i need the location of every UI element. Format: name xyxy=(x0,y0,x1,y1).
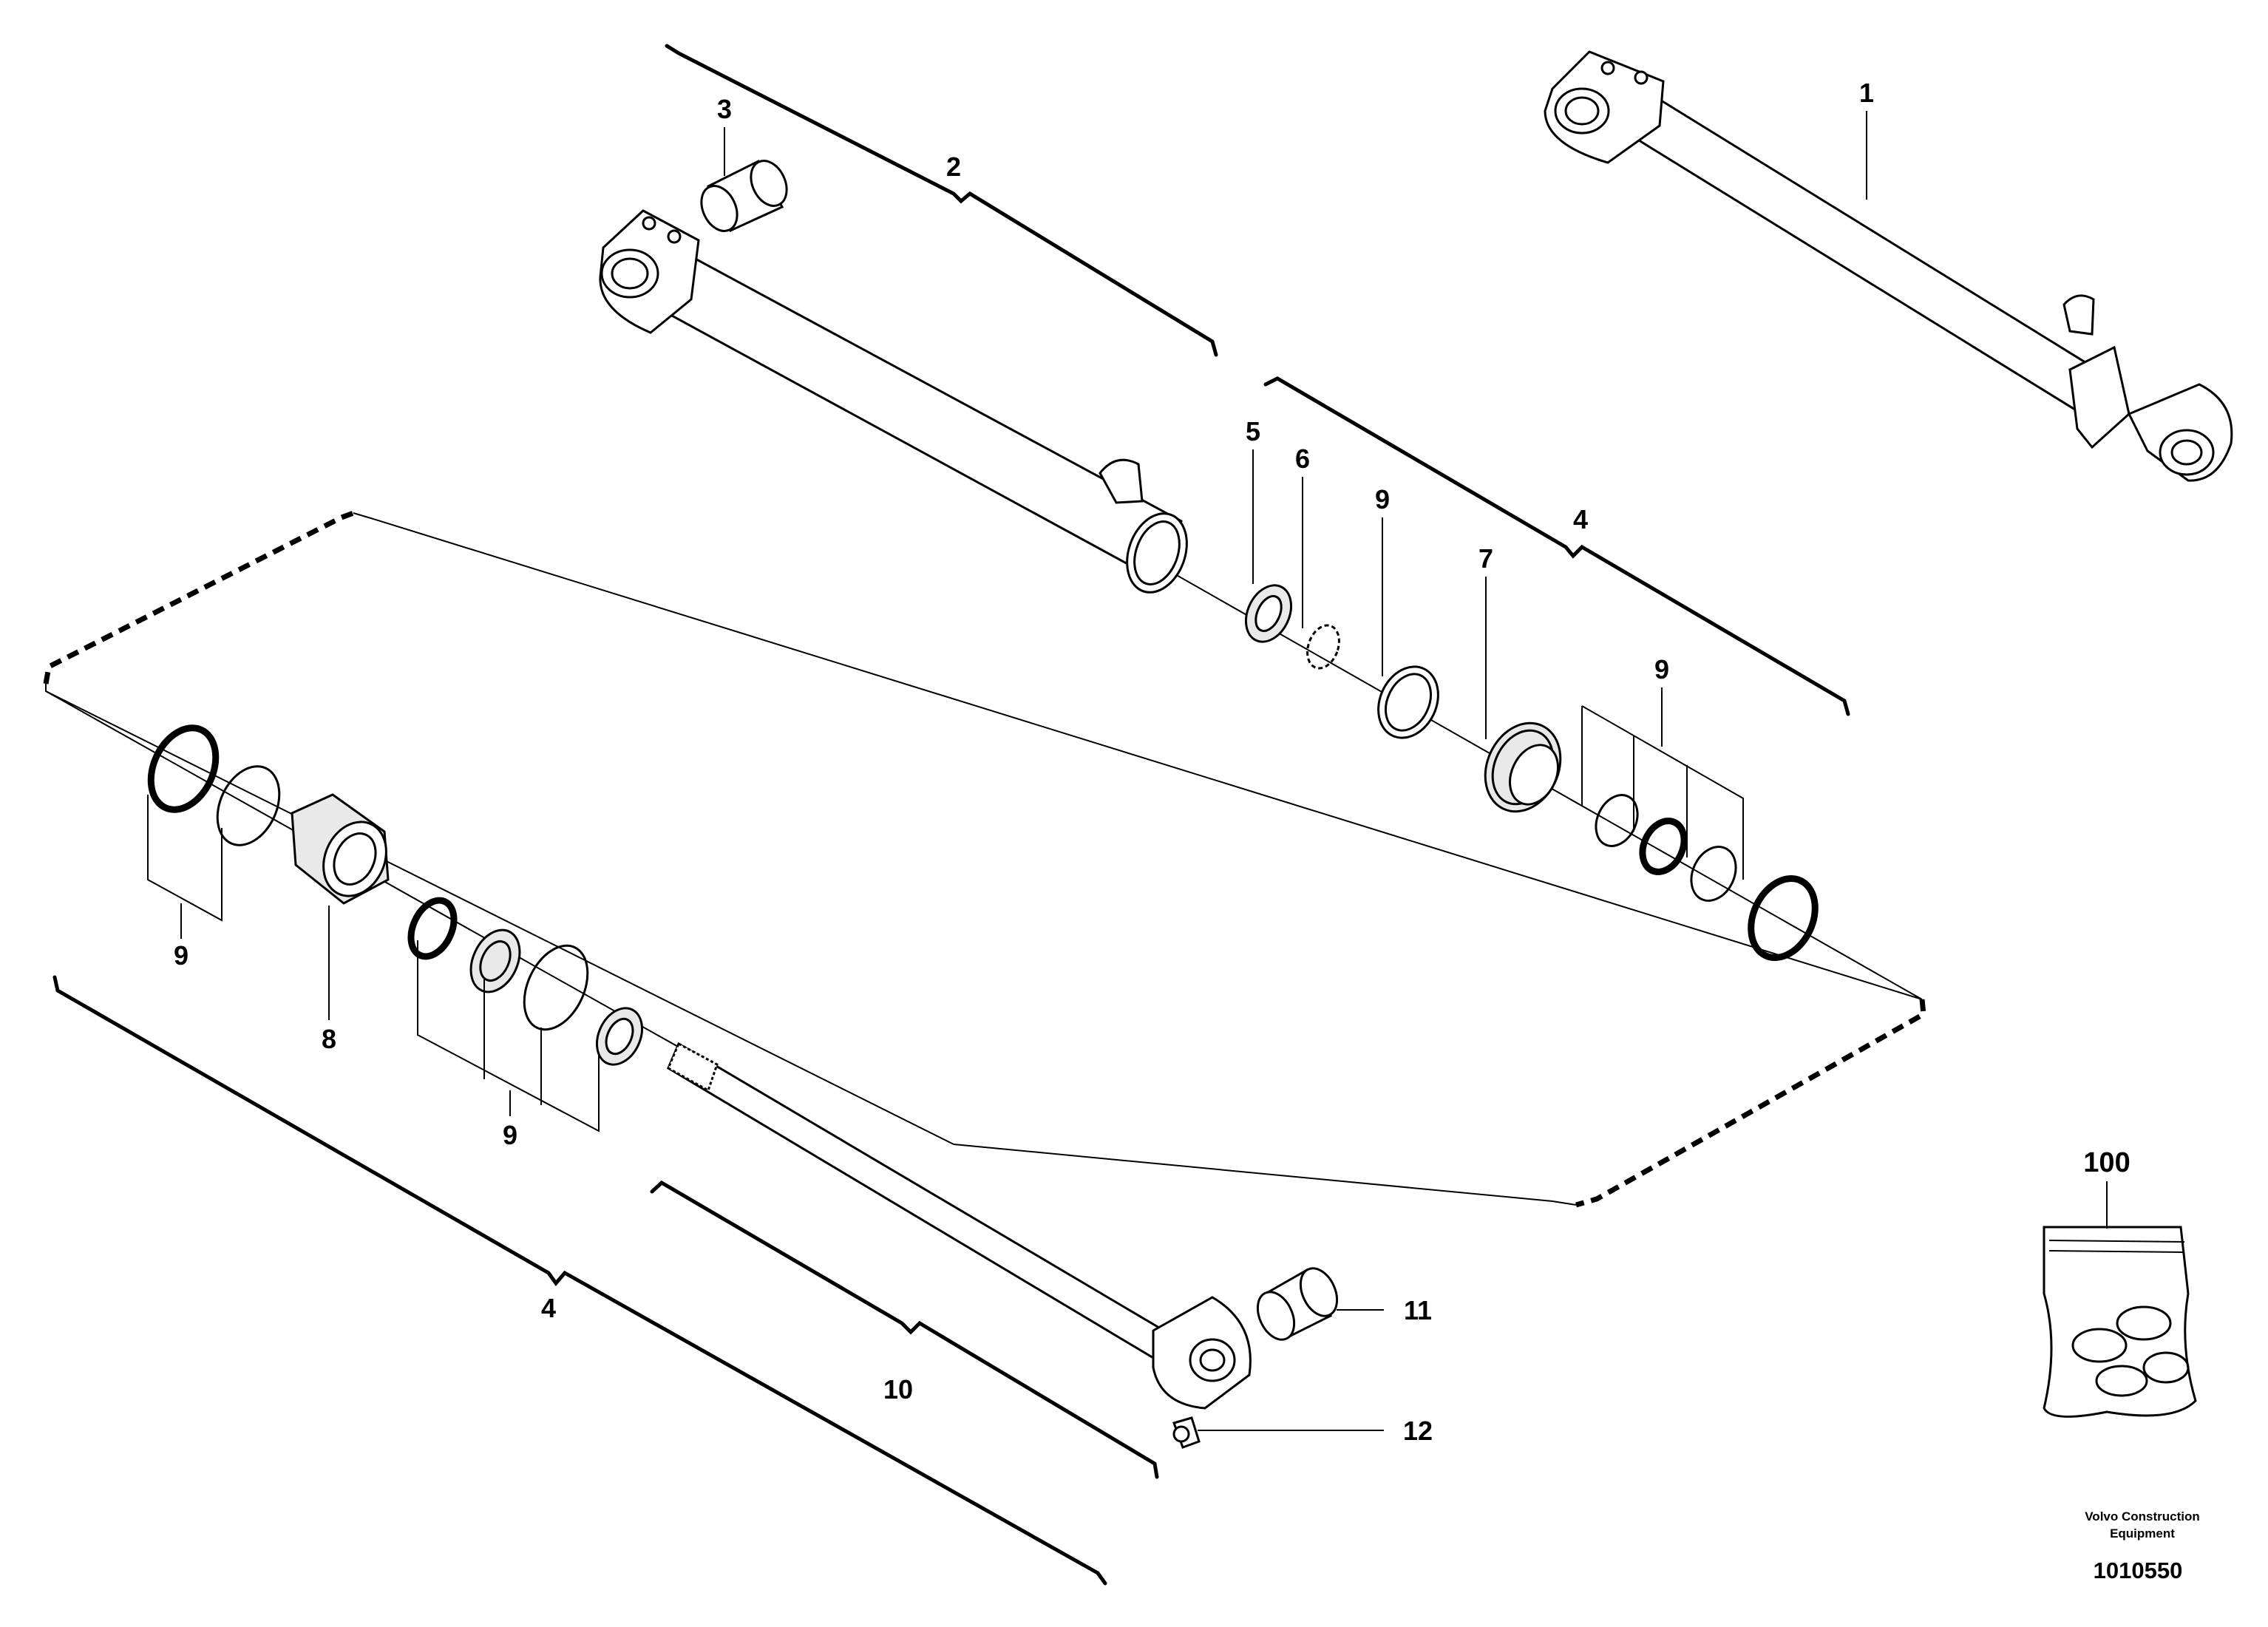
axis-line-lower xyxy=(45,690,770,1098)
bracket-4-lower xyxy=(52,975,1107,1586)
callout-1: 1 xyxy=(1859,78,1874,108)
part-100-seal-kit-bag xyxy=(2043,1226,2197,1418)
detail-frame-line-left xyxy=(45,684,954,1145)
part-10-piston-rod xyxy=(667,1042,1252,1410)
part-9-seal-kit-left xyxy=(147,724,281,846)
brand-line-1: Volvo Construction xyxy=(2085,1509,2200,1524)
brand-line-2: Equipment xyxy=(2110,1526,2175,1541)
detail-frame-line-top xyxy=(353,512,1923,1000)
callout-8: 8 xyxy=(322,1024,336,1054)
callout-4-upper: 4 xyxy=(1573,504,1588,534)
part-5-seal xyxy=(1245,584,1292,643)
part-9-seal-kit-lower xyxy=(407,897,643,1066)
part-3-bushing xyxy=(700,159,788,232)
bracket-4-upper xyxy=(1263,376,1850,716)
part-6-lock-washer xyxy=(1306,624,1340,670)
bracket-2 xyxy=(665,44,1218,357)
callout-100: 100 xyxy=(2083,1147,2130,1178)
part-2-cylinder-tube xyxy=(599,209,1188,594)
callout-6: 6 xyxy=(1295,444,1310,474)
detail-frame-dashed-left xyxy=(43,510,355,685)
detail-frame-dashed-right xyxy=(1575,999,1926,1208)
callout-11: 11 xyxy=(1404,1295,1432,1325)
leader-lines xyxy=(147,111,2108,1431)
callout-4-lower: 4 xyxy=(541,1293,556,1323)
part-7-piston xyxy=(1484,721,1562,813)
part-1-cylinder-assembly xyxy=(1544,50,2233,482)
part-11-bushing xyxy=(1256,1267,1339,1341)
callout-10: 10 xyxy=(883,1374,913,1404)
document-number: 1010550 xyxy=(2094,1558,2183,1583)
part-12-grease-nipple xyxy=(1172,1416,1201,1449)
callout-9-lower: 9 xyxy=(503,1120,517,1150)
callout-9-upper-left: 9 xyxy=(1375,484,1390,514)
callout-12: 12 xyxy=(1403,1416,1433,1446)
part-8-cylinder-head xyxy=(291,793,390,905)
detail-frame-line-bottom xyxy=(953,1144,1577,1206)
part-9-guide-ring-upper xyxy=(1377,665,1439,739)
callout-5: 5 xyxy=(1246,416,1260,446)
callout-9-left: 9 xyxy=(174,940,189,971)
callout-2: 2 xyxy=(946,152,961,182)
callout-7: 7 xyxy=(1478,543,1493,574)
bracket-10 xyxy=(650,1180,1159,1479)
callout-9-upper-right: 9 xyxy=(1654,654,1669,685)
callout-3: 3 xyxy=(717,94,732,124)
